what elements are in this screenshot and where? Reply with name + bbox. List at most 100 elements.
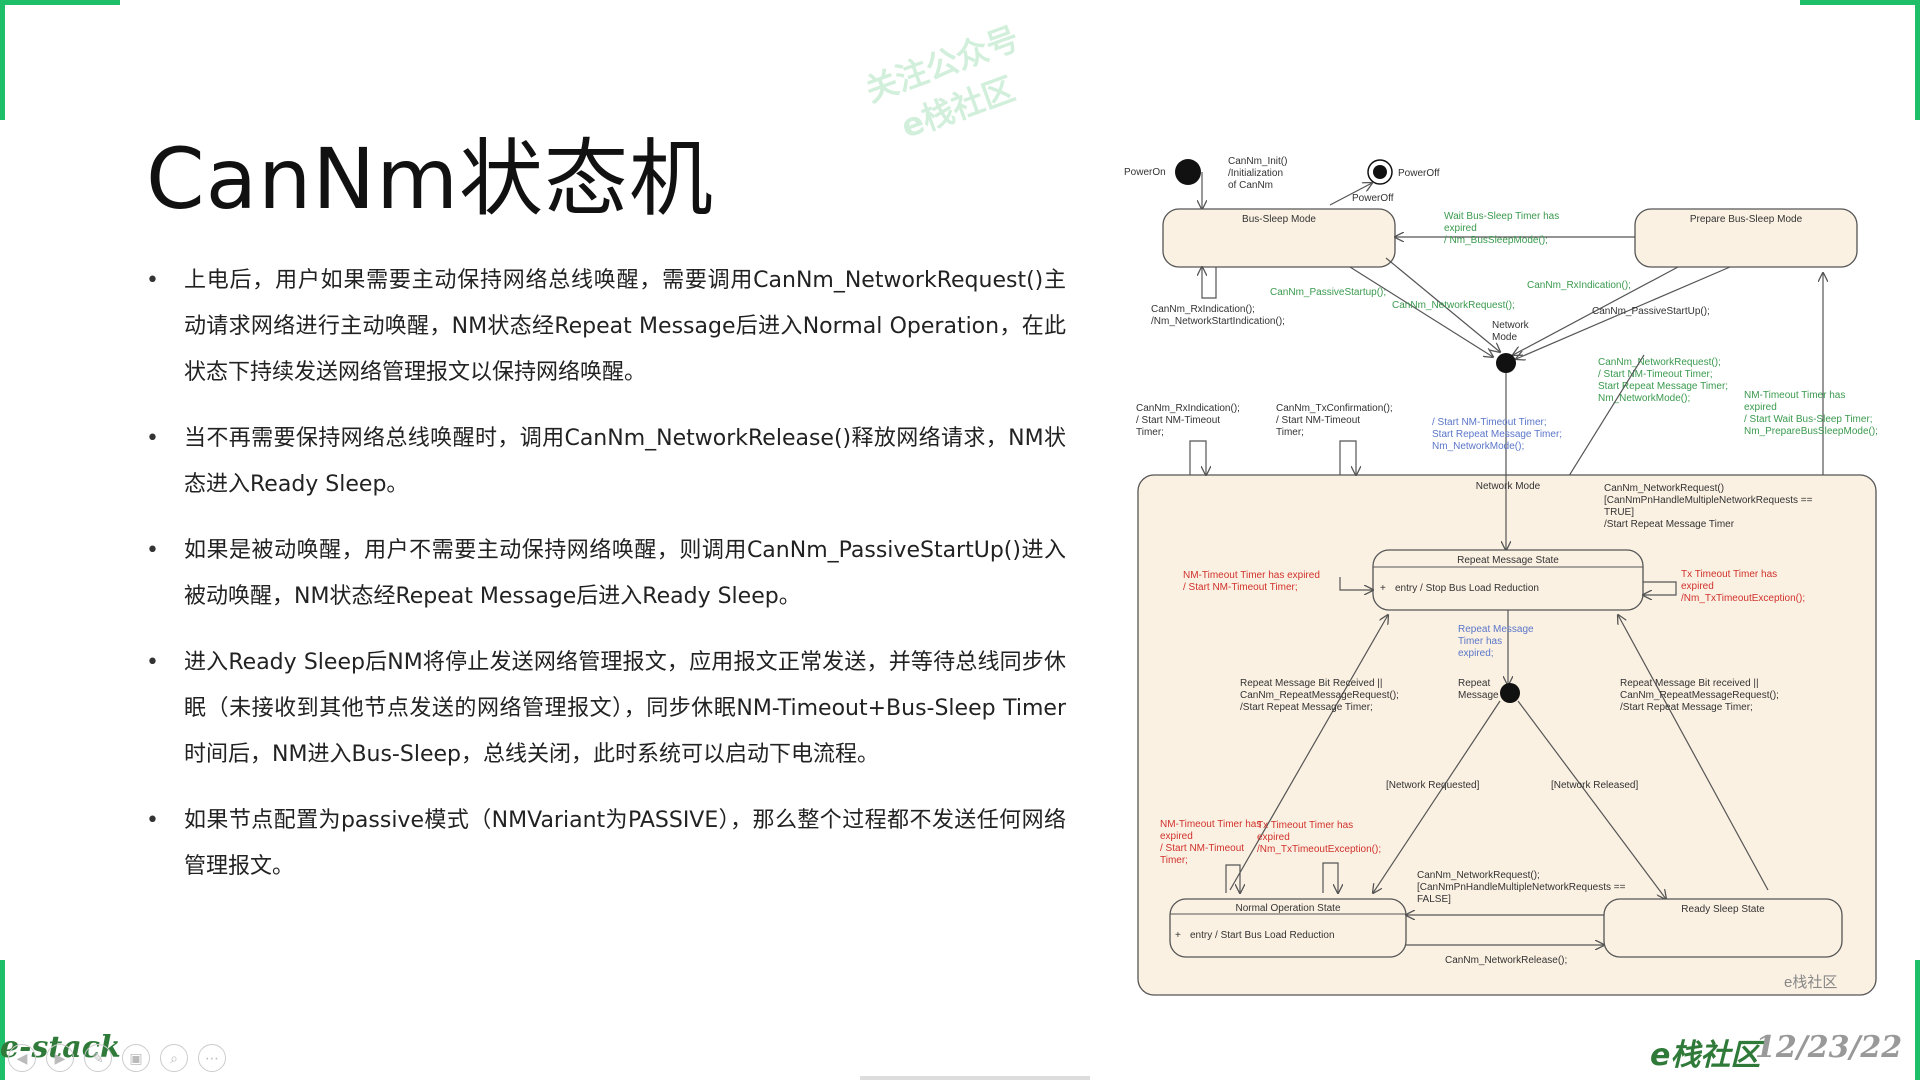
svg-text:expired: expired bbox=[1444, 223, 1477, 234]
network-release-label: CanNm_NetworkRelease(); bbox=[1445, 955, 1567, 966]
normal-entry-text: entry / Start Bus Load Reduction bbox=[1190, 930, 1335, 941]
network-mode-title: Network Mode bbox=[1476, 481, 1541, 492]
svg-text:/ Start NM-Timeout: / Start NM-Timeout bbox=[1160, 843, 1244, 854]
svg-text:[CanNmPnHandleMultipleNetworkR: [CanNmPnHandleMultipleNetworkRequests == bbox=[1604, 495, 1813, 506]
slide-toolbar: ◀ ▶ ✎ ▣ ⌕ ⋯ bbox=[8, 1044, 226, 1072]
guard-released-label: [Network Released] bbox=[1551, 780, 1638, 791]
svg-text:/ Nm_BusSleepMode();: / Nm_BusSleepMode(); bbox=[1444, 235, 1548, 246]
network-request-transition bbox=[1385, 257, 1500, 352]
svg-text:/Nm_TxTimeoutException();: /Nm_TxTimeoutException(); bbox=[1681, 593, 1805, 604]
network-requested-transition bbox=[1373, 700, 1501, 893]
svg-text:/Start Repeat Message Timer;: /Start Repeat Message Timer; bbox=[1240, 702, 1373, 713]
svg-text:Timer;: Timer; bbox=[1160, 855, 1188, 866]
svg-text:TRUE]: TRUE] bbox=[1604, 507, 1634, 518]
bullet-text: 当不再需要保持网络总线唤醒时，调用CanNm_NetworkRelease()释… bbox=[184, 426, 1066, 497]
corner-accent-top-right-h bbox=[1800, 0, 1920, 5]
svg-text:/Start Repeat Message Timer: /Start Repeat Message Timer bbox=[1604, 519, 1735, 530]
bullet-item: •上电后，用户如果需要主动保持网络总线唤醒，需要调用CanNm_NetworkR… bbox=[146, 258, 1066, 396]
final-state-outer bbox=[1367, 159, 1393, 185]
corner-accent-top-left-h bbox=[0, 0, 120, 5]
svg-text:CanNm_NetworkRequest();: CanNm_NetworkRequest(); bbox=[1598, 357, 1721, 368]
network-released-transition bbox=[1517, 700, 1666, 899]
svg-text:CanNm_RxIndication();: CanNm_RxIndication(); bbox=[1136, 403, 1240, 414]
diagram-watermark: e栈社区 bbox=[1784, 974, 1837, 991]
svg-text:/ Start NM-Timeout Timer;: / Start NM-Timeout Timer; bbox=[1183, 582, 1298, 593]
svg-text:Message: Message bbox=[1458, 690, 1499, 701]
slides-icon[interactable]: ▣ bbox=[122, 1044, 150, 1072]
svg-text:Nm_NetworkMode();: Nm_NetworkMode(); bbox=[1432, 441, 1524, 452]
repeat-bit-right-transition bbox=[1618, 615, 1769, 891]
svg-text:/Initialization: /Initialization bbox=[1228, 168, 1283, 179]
slide-date: 12/23/22 bbox=[1755, 1030, 1903, 1065]
brand-right-logo: e栈社区 bbox=[1650, 1038, 1761, 1073]
final-state-inner bbox=[1373, 165, 1387, 179]
svg-text:Tx Timeout Timer has: Tx Timeout Timer has bbox=[1257, 820, 1353, 831]
svg-text:/ Start NM-Timeout Timer;: / Start NM-Timeout Timer; bbox=[1598, 369, 1713, 380]
svg-text:of CanNm: of CanNm bbox=[1228, 180, 1273, 191]
svg-text:/Start Repeat Message Timer;: /Start Repeat Message Timer; bbox=[1620, 702, 1753, 713]
corner-accent-top-left-v bbox=[0, 0, 5, 120]
svg-text:Nm_NetworkMode();: Nm_NetworkMode(); bbox=[1598, 393, 1690, 404]
nm-timeout-repeat-loop bbox=[1339, 577, 1373, 590]
bullet-dot: • bbox=[146, 538, 159, 563]
svg-text:CanNm_RepeatMessageRequest();: CanNm_RepeatMessageRequest(); bbox=[1240, 690, 1399, 701]
slide-title: CanNm状态机 bbox=[146, 130, 715, 228]
svg-text:CanNm_TxConfirmation();: CanNm_TxConfirmation(); bbox=[1276, 403, 1393, 414]
prev-slide-icon[interactable]: ◀ bbox=[8, 1044, 36, 1072]
watermark-text: 关注公众号 e栈社区 bbox=[859, 15, 1041, 156]
bullet-text: 如果是被动唤醒，用户不需要主动保持网络唤醒，则调用CanNm_PassiveSt… bbox=[184, 538, 1066, 609]
repeat-choice-point bbox=[1500, 683, 1520, 703]
bullet-item: • 当不再需要保持网络总线唤醒时，调用CanNm_NetworkRelease()… bbox=[146, 416, 1066, 508]
repeat-expired-label: Repeat Message Timer has expired; bbox=[1458, 624, 1534, 659]
bullet-dot: • bbox=[146, 268, 159, 293]
svg-text:/ Start NM-Timeout: / Start NM-Timeout bbox=[1136, 415, 1220, 426]
bullet-dot: • bbox=[146, 650, 159, 675]
state-machine-diagram: PowerOn CanNm_Init() /Initialization of … bbox=[1124, 156, 1878, 996]
svg-text:CanNm_Init(): CanNm_Init() bbox=[1228, 156, 1287, 167]
svg-text:/ Start NM-Timeout: / Start NM-Timeout bbox=[1276, 415, 1360, 426]
next-slide-icon[interactable]: ▶ bbox=[46, 1044, 74, 1072]
svg-text:NM-Timeout Timer has expired: NM-Timeout Timer has expired bbox=[1183, 570, 1320, 581]
svg-text:/ Start NM-Timeout Timer;: / Start NM-Timeout Timer; bbox=[1432, 417, 1547, 428]
bus-sleep-self-loop bbox=[1202, 267, 1217, 299]
zoom-icon[interactable]: ⌕ bbox=[160, 1044, 188, 1072]
bullet-dot: • bbox=[146, 426, 159, 451]
svg-text:Start Repeat Message Timer;: Start Repeat Message Timer; bbox=[1432, 429, 1562, 440]
repeat-message-title: Repeat Message State bbox=[1457, 555, 1559, 566]
bus-sleep-mode-title: Bus-Sleep Mode bbox=[1242, 214, 1316, 225]
passive-startup-transition bbox=[1349, 266, 1493, 357]
rx-indication-nm-label: CanNm_RxIndication(); / Start NM-Timeout… bbox=[1136, 403, 1240, 438]
repeat-choice-label: Repeat Message bbox=[1458, 678, 1499, 701]
svg-text:/Nm_TxTimeoutException();: /Nm_TxTimeoutException(); bbox=[1257, 844, 1381, 855]
poweron-label: PowerOn bbox=[1124, 167, 1166, 178]
repeat-entry-plus: + bbox=[1380, 583, 1386, 594]
repeat-bit-right-label: Repeat Message Bit received || CanNm_Rep… bbox=[1620, 678, 1779, 713]
bullet-item: • 如果是被动唤醒，用户不需要主动保持网络唤醒，则调用CanNm_PassiveS… bbox=[146, 528, 1066, 620]
bullet-text: 进入Ready Sleep后NM将停止发送网络管理报文，应用报文正常发送，并等待… bbox=[184, 650, 1066, 767]
nm-timeout-prep-label: NM-Timeout Timer has expired / Start Wai… bbox=[1744, 390, 1878, 437]
network-mode-entry-point bbox=[1496, 353, 1516, 373]
svg-text:CanNm_NetworkRequest();: CanNm_NetworkRequest(); bbox=[1417, 870, 1540, 881]
rx-indication-prep-transition bbox=[1513, 266, 1679, 355]
more-icon[interactable]: ⋯ bbox=[198, 1044, 226, 1072]
svg-text:Repeat: Repeat bbox=[1458, 678, 1490, 689]
guard-requested-label: [Network Requested] bbox=[1386, 780, 1480, 791]
bullet-list: •上电后，用户如果需要主动保持网络总线唤醒，需要调用CanNm_NetworkR… bbox=[146, 258, 1066, 910]
tx-timeout-repeat-loop bbox=[1643, 581, 1677, 595]
rx-indication-prep-label: CanNm_RxIndication(); bbox=[1527, 280, 1631, 291]
svg-text:expired: expired bbox=[1160, 831, 1193, 842]
bus-sleep-rx-label: CanNm_RxIndication(); /Nm_NetworkStartIn… bbox=[1151, 304, 1285, 327]
network-mode-entry-label: Network Mode bbox=[1492, 320, 1530, 343]
svg-text:Repeat Message Bit received ||: Repeat Message Bit received || bbox=[1620, 678, 1759, 689]
svg-text:expired: expired bbox=[1744, 402, 1777, 413]
poweroff-transition bbox=[1329, 183, 1372, 206]
bottom-scroll-indicator bbox=[860, 1076, 1090, 1080]
bullet-item: •如果节点配置为passive模式（NMVariant为PASSIVE），那么整… bbox=[146, 798, 1066, 890]
pen-icon[interactable]: ✎ bbox=[84, 1044, 112, 1072]
svg-text:NM-Timeout Timer has: NM-Timeout Timer has bbox=[1744, 390, 1845, 401]
corner-accent-top-right-v bbox=[1915, 0, 1920, 120]
repeat-bit-left-label: Repeat Message Bit Received || CanNm_Rep… bbox=[1240, 678, 1399, 713]
svg-text:NM-Timeout Timer has: NM-Timeout Timer has bbox=[1160, 819, 1261, 830]
svg-text:[CanNmPnHandleMultipleNetworkR: [CanNmPnHandleMultipleNetworkRequests == bbox=[1417, 882, 1626, 893]
nm-timeout-normal-label: NM-Timeout Timer has expired / Start NM-… bbox=[1160, 819, 1261, 866]
